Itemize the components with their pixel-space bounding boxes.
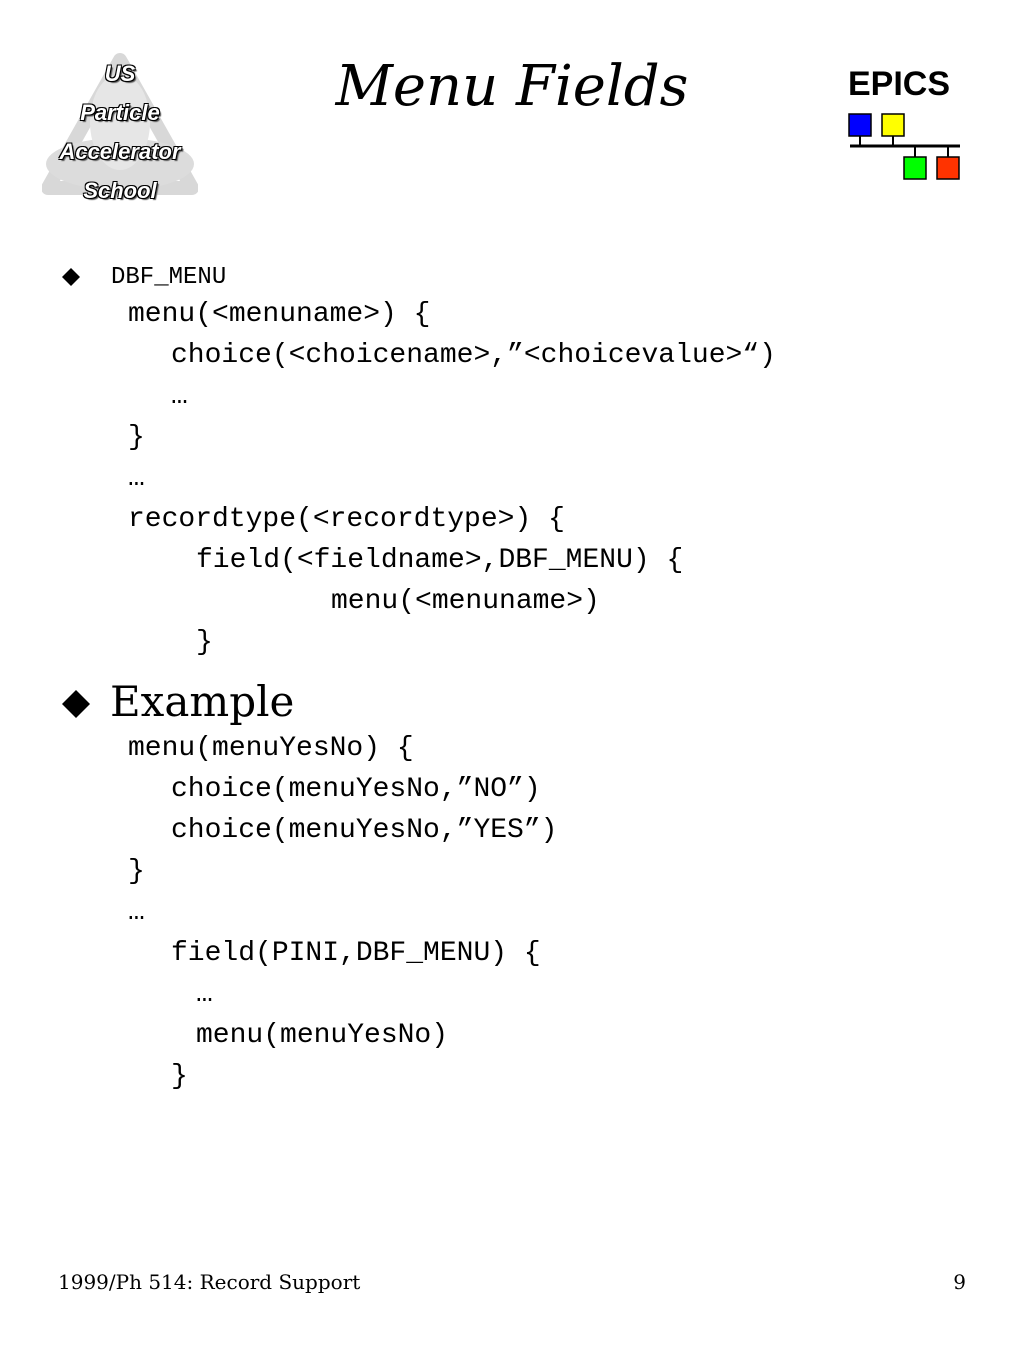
code-line: field(<fieldname>,DBF_MENU) {: [196, 545, 684, 576]
uspas-logo-icon: [42, 53, 198, 195]
code-line: …: [196, 979, 213, 1010]
logo-line-3: Accelerator: [59, 139, 181, 164]
footer-course-label: 1999/Ph 514: Record Support: [58, 1270, 361, 1294]
code-line: …: [128, 897, 145, 928]
code-line: menu(menuYesNo): [196, 1020, 449, 1051]
code-line: }: [128, 422, 145, 453]
page-number: 9: [953, 1270, 966, 1294]
uspas-logo-text: US Particle Accelerator School: [42, 54, 198, 210]
code-line: …: [171, 381, 188, 412]
logo-line-2: Particle: [80, 100, 160, 125]
diamond-bullet-icon: [62, 690, 90, 718]
code-line: choice(<choicename>,”<choicevalue>“): [171, 340, 776, 371]
epics-network-icon: [848, 113, 960, 180]
code-line: choice(menuYesNo,”NO”): [171, 774, 541, 805]
epics-logo-text: EPICS: [848, 65, 951, 103]
code-line: …: [128, 463, 145, 494]
logo-line-4: School: [83, 178, 157, 203]
code-line: menu(<menuname>): [331, 586, 600, 617]
code-line: menu(<menuname>) {: [128, 299, 431, 330]
code-line: }: [171, 1061, 188, 1092]
code-line: field(PINI,DBF_MENU) {: [171, 938, 541, 969]
bullet-label-dbf-menu: DBF_MENU: [111, 264, 227, 291]
logo-line-1: US: [104, 61, 136, 86]
code-line: }: [196, 627, 213, 658]
code-line: menu(menuYesNo) {: [128, 733, 414, 764]
page-title: Menu Fields: [335, 54, 689, 119]
code-line: choice(menuYesNo,”YES”): [171, 815, 558, 846]
diamond-bullet-icon: [62, 268, 80, 286]
code-line: }: [128, 856, 145, 887]
code-line: recordtype(<recordtype>) {: [128, 504, 565, 535]
bullet-label-example: Example: [110, 677, 295, 726]
